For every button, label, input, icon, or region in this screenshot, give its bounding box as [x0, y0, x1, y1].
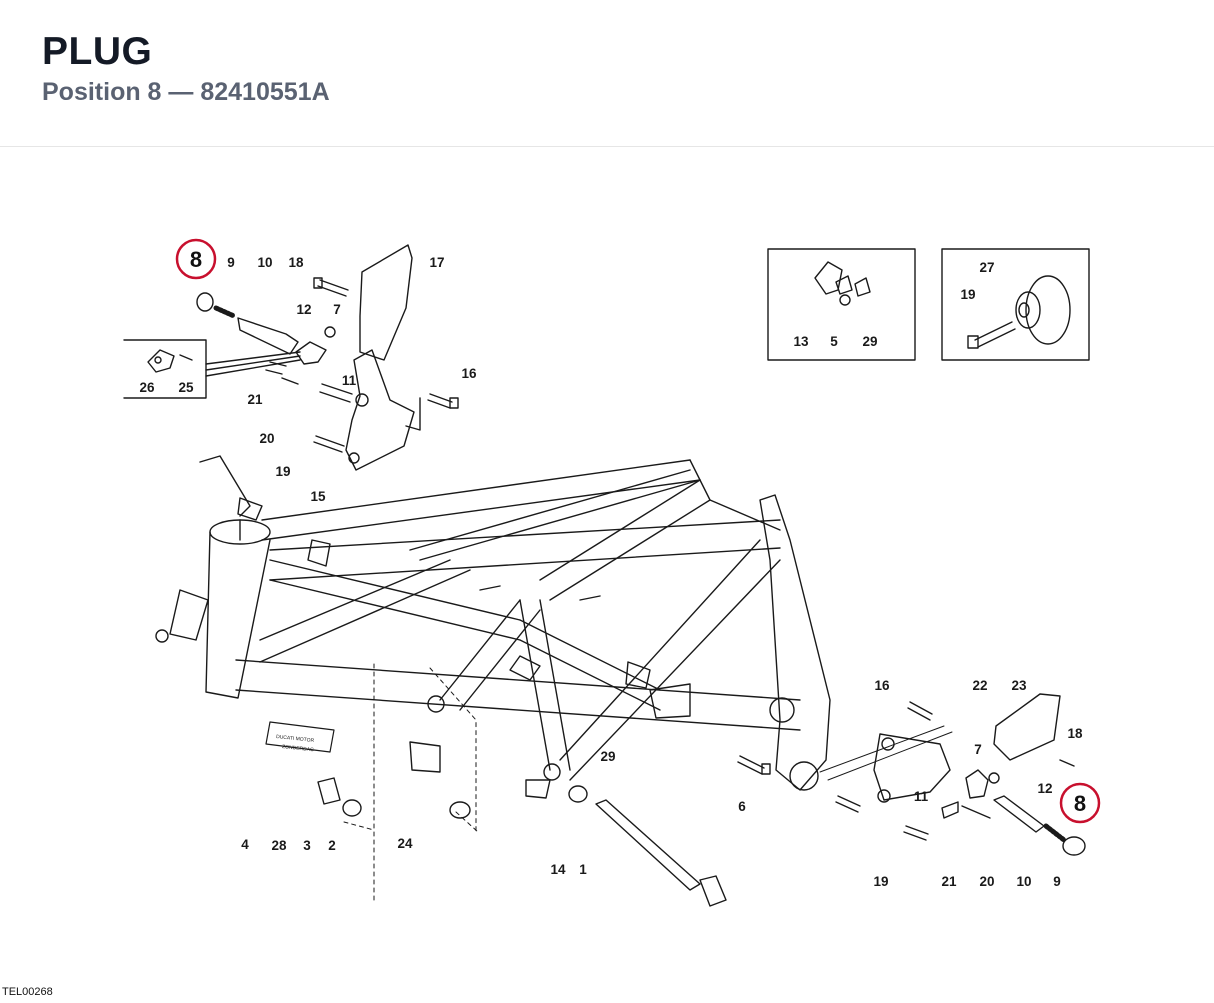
- highlight-marker-bottom-right[interactable]: 8: [1059, 782, 1101, 824]
- callout-label: 24: [397, 836, 413, 851]
- left-footpeg-assembly: [196, 244, 459, 471]
- callout-label: 23: [1011, 678, 1027, 693]
- callout-label: 4: [241, 837, 249, 852]
- callout-label: 29: [600, 749, 615, 764]
- callout-label: 15: [310, 489, 326, 504]
- page-title: PLUG: [42, 30, 153, 73]
- callout-label: 21: [247, 392, 263, 407]
- exploded-parts-diagram: DUCATI MOTOR ZONDERDAG 9 10 18 17 12 7 2…: [123, 238, 1101, 907]
- reference-code: TEL00268: [2, 986, 53, 998]
- callout-label: 19: [960, 287, 975, 302]
- decal-28: [265, 721, 335, 753]
- callout-label: 16: [874, 678, 890, 693]
- callout-label: 21: [941, 874, 957, 889]
- callout-label: 22: [972, 678, 987, 693]
- callout-label: 12: [296, 302, 311, 317]
- callout-label: 7: [974, 742, 982, 757]
- highlight-marker-top-left[interactable]: 8: [175, 238, 217, 280]
- decal-line-2: ZONDERDAG: [282, 744, 315, 753]
- callout-label: 1: [579, 862, 587, 877]
- callout-label: 9: [227, 255, 235, 270]
- callout-label: 6: [738, 799, 746, 814]
- callout-label: 7: [333, 302, 341, 317]
- callout-label: 9: [1053, 874, 1061, 889]
- page-header: PLUG Position 8 — 82410551A: [0, 0, 1214, 147]
- callout-label: 20: [259, 431, 274, 446]
- highlight-label: 8: [1074, 791, 1086, 816]
- callout-label: 18: [288, 255, 304, 270]
- callout-label: 12: [1037, 781, 1052, 796]
- decal-line-1: DUCATI MOTOR: [276, 734, 315, 744]
- detail-inset-27-19: [941, 248, 1090, 361]
- lower-loose-parts: [317, 693, 1075, 907]
- callout-label: 10: [257, 255, 272, 270]
- callout-label: 25: [178, 380, 194, 395]
- page-subtitle: Position 8 — 82410551A: [42, 78, 330, 106]
- callout-label: 11: [342, 373, 357, 388]
- callout-label: 16: [461, 366, 477, 381]
- callout-label: 26: [139, 380, 155, 395]
- callout-label: 27: [979, 260, 994, 275]
- callout-label: 19: [275, 464, 290, 479]
- callout-label: 3: [303, 838, 311, 853]
- trellis-frame: [155, 455, 831, 901]
- callout-label: 17: [429, 255, 444, 270]
- callout-label: 2: [328, 838, 336, 853]
- highlight-label: 8: [190, 247, 202, 272]
- detail-inset-13-5-29: [767, 248, 916, 361]
- callout-label: 5: [830, 334, 838, 349]
- callout-label: 20: [979, 874, 994, 889]
- callout-labels: 9 10 18 17 12 7 26 25 11 21 20 16 19 15 …: [139, 255, 1083, 889]
- callout-label: 13: [793, 334, 809, 349]
- callout-label: 11: [914, 789, 929, 804]
- callout-label: 18: [1067, 726, 1083, 741]
- callout-label: 19: [873, 874, 888, 889]
- callout-label: 14: [550, 862, 566, 877]
- plug-part-8-right: [1062, 836, 1086, 856]
- detail-inset-26-25: [123, 339, 207, 399]
- callout-label: 29: [862, 334, 877, 349]
- callout-label: 10: [1016, 874, 1031, 889]
- callout-label: 28: [271, 838, 287, 853]
